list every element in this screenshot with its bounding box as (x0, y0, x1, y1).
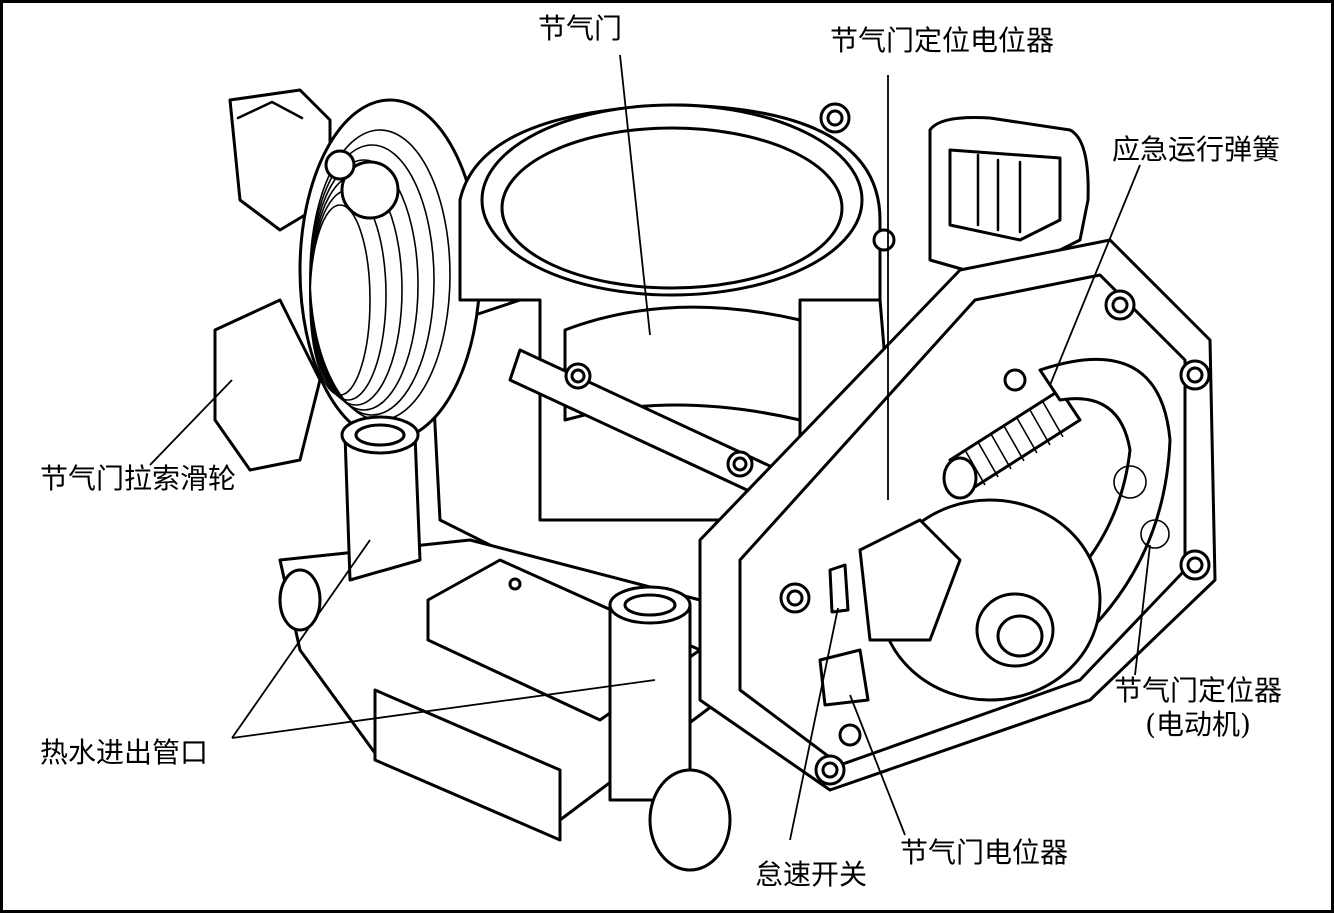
label-positioner-motor-line1: 节气门定位器 (1113, 674, 1282, 707)
label-coolant-ports: 热水进出管口 (40, 736, 209, 769)
label-throttle-positioner-potentiometer: 节气门定位电位器 (830, 24, 1055, 57)
label-emergency-spring: 应急运行弹簧 (1112, 133, 1281, 166)
positioner-motor (858, 498, 1102, 702)
emergency-spring (942, 388, 1082, 500)
label-throttle-valve: 节气门 (538, 12, 623, 45)
label-positioner-motor-line2: (电动机) (1145, 707, 1251, 741)
label-idle-switch: 怠速开关 (755, 858, 868, 891)
label-positioner-motor: 节气门定位器 (电动机) (1098, 674, 1298, 741)
label-cable-pulley: 节气门拉索滑轮 (40, 462, 237, 495)
positioner-housing (698, 238, 1217, 792)
cable-pulley (213, 88, 482, 472)
leader-lines (149, 54, 1151, 841)
electrical-connector (872, 116, 1090, 282)
throttle-bore (458, 102, 882, 522)
mounting-bolts (779, 289, 1211, 786)
coolant-pipes (278, 415, 732, 872)
label-throttle-potentiometer: 节气门电位器 (900, 836, 1069, 869)
idle-switch-body (818, 648, 870, 707)
